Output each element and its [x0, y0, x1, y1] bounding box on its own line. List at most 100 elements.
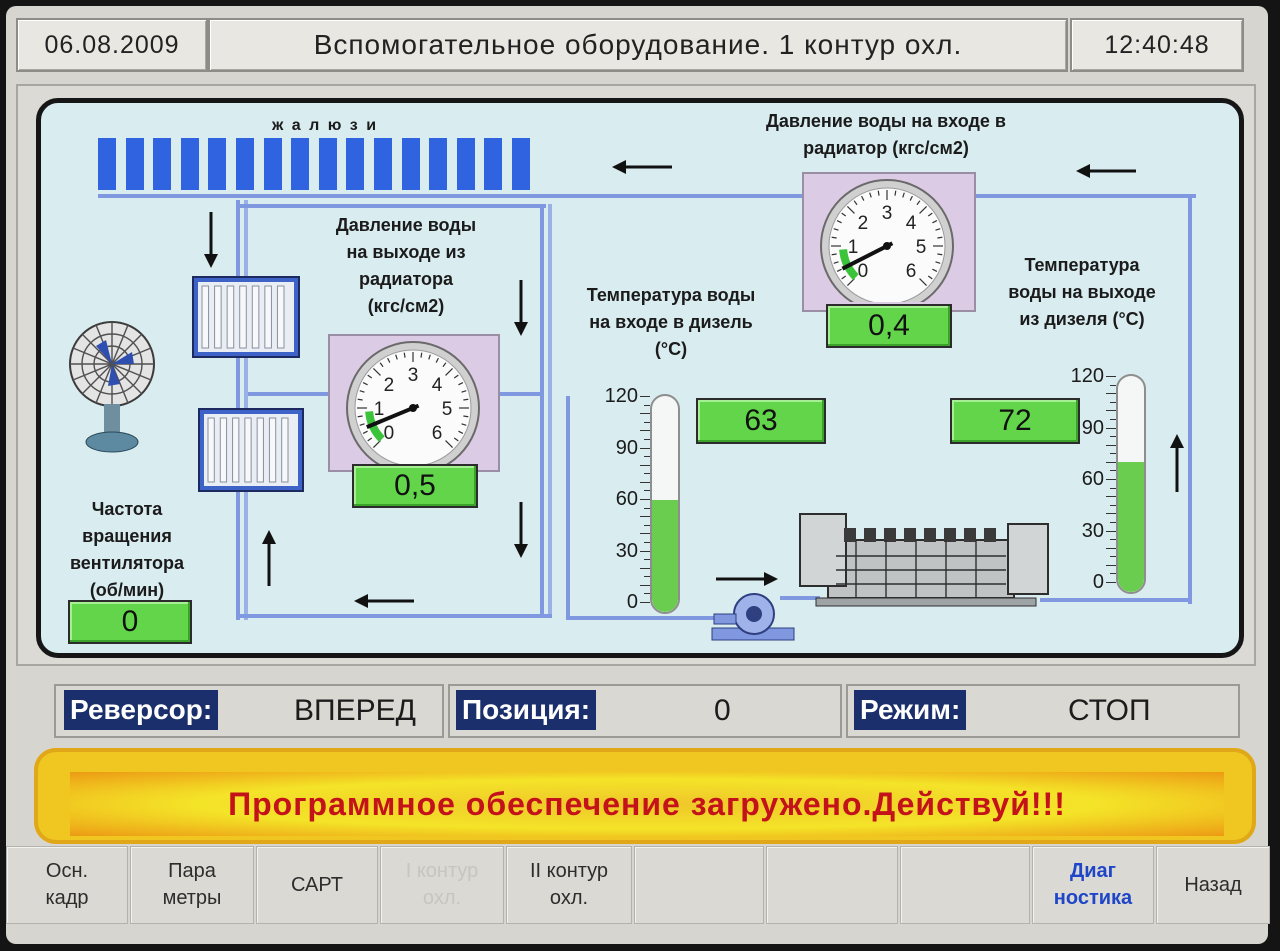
diesel-engine-icon	[796, 504, 1054, 610]
gauge-tick-label: 2	[858, 213, 869, 234]
temp-scale-label: 60	[615, 488, 638, 510]
flow-arrow-left-3	[354, 592, 416, 610]
radiator-top-pipe	[236, 204, 546, 208]
reverser-value: ВПЕРЕД	[294, 694, 416, 727]
radiator-tap-pipe	[248, 392, 332, 396]
mode-status: Режим: СТОП	[846, 684, 1240, 738]
reverser-status: Реверсор: ВПЕРЕД	[54, 684, 444, 738]
louver-slat	[98, 138, 116, 190]
diesel-inlet-thermometer	[650, 394, 680, 614]
diesel-inlet-temp-label: Температура воды на входе в дизель (°C)	[586, 285, 756, 359]
louver-slat	[429, 138, 448, 190]
function-key-3[interactable]: САРТ	[256, 846, 378, 924]
pump-inlet-pipe	[566, 616, 720, 620]
temp-scale-label: 90	[1081, 416, 1104, 439]
function-key-4[interactable]: I контур охл.	[380, 846, 504, 924]
position-key: Позиция:	[456, 690, 597, 730]
louvers-label: ж а л ю з и	[271, 117, 379, 134]
fan-speed-value: 0	[121, 605, 139, 638]
diesel-outlet-temp-display: 72	[950, 398, 1080, 444]
flow-arrow-up-1	[260, 530, 278, 588]
pump-outlet-pipe	[780, 596, 820, 600]
function-key-5[interactable]: II контур охл.	[506, 846, 632, 924]
radiator-section-upper	[192, 276, 300, 358]
message-banner: Программное обеспечение загружено.Действ…	[70, 772, 1224, 836]
radiator-inlet-pressure-value: 0,4	[868, 309, 910, 342]
radiator-inlet-pressure-label: Давление воды на входе в радиатор (кгс/с…	[766, 111, 1006, 158]
louver-slat	[291, 138, 310, 190]
radiator-bottom-pipe	[236, 614, 552, 618]
diesel-outlet-thermometer-fill	[1118, 462, 1144, 592]
function-key-1[interactable]: Осн. кадр	[6, 846, 128, 924]
time-text: 12:40:48	[1104, 30, 1210, 59]
diesel-outlet-thermometer	[1116, 374, 1146, 594]
diesel-outlet-temp-label: Температура воды на выходе из дизеля (°C…	[1008, 255, 1156, 329]
gauge-tick-label: 4	[432, 375, 443, 396]
louver-slat	[512, 138, 530, 190]
function-key-7[interactable]	[766, 846, 898, 924]
mode-value: СТОП	[1068, 694, 1151, 727]
flow-arrow-left-1	[612, 158, 674, 176]
gauge-tick-label: 6	[906, 261, 917, 282]
flow-arrow-left-2	[1076, 162, 1138, 180]
fan-speed-display: 0	[68, 600, 192, 644]
water-pump-icon	[708, 588, 798, 646]
radiator-section-lower	[198, 408, 304, 492]
flow-arrow-up-2	[1168, 434, 1186, 494]
louver-slat	[401, 138, 420, 190]
louver-slat	[125, 138, 144, 190]
position-value: 0	[714, 694, 731, 727]
louver-slat	[318, 138, 337, 190]
function-key-2[interactable]: Пара метры	[130, 846, 254, 924]
gauge-tick-label: 5	[916, 237, 927, 258]
message-text: Программное обеспечение загружено.Действ…	[228, 785, 1066, 822]
gauge-tick-label: 6	[432, 423, 443, 444]
flow-arrow-down-2	[512, 278, 530, 336]
louver-slat	[180, 138, 199, 190]
window-title: Вспомогательное оборудование. 1 контур о…	[208, 18, 1068, 72]
function-key-9[interactable]: Диаг ностика	[1032, 846, 1154, 924]
top-pipe	[98, 194, 1196, 198]
mid-pipe-2	[548, 204, 552, 618]
flow-arrow-down-3	[512, 500, 530, 558]
radiator-outlet-pressure-value: 0,5	[394, 469, 436, 502]
louvers	[98, 138, 530, 190]
gauge-tick-label: 0	[384, 423, 395, 444]
date-display: 06.08.2009	[16, 18, 208, 72]
diesel-inlet-temp-value: 63	[744, 404, 778, 437]
inlet-riser-pipe	[566, 396, 570, 618]
radiator-outlet-pressure-label: Давление воды на выходе из радиатора (кг…	[335, 215, 477, 316]
reverser-key: Реверсор:	[64, 690, 219, 730]
position-status: Позиция: 0	[448, 684, 842, 738]
temp-scale-label: 60	[1081, 468, 1104, 490]
function-key-8[interactable]	[900, 846, 1030, 924]
temp-scale-label: 30	[615, 539, 638, 562]
diesel-inlet-temp-display: 63	[696, 398, 826, 444]
gauge-tick-label: 5	[442, 399, 453, 420]
temp-scale-label: 0	[1092, 571, 1104, 593]
function-key-6[interactable]	[634, 846, 764, 924]
radiator-outlet-pressure-display: 0,5	[352, 464, 478, 508]
function-key-10[interactable]: Назад	[1156, 846, 1270, 924]
louver-slat	[208, 138, 227, 190]
right-riser-pipe	[1188, 198, 1192, 604]
louver-slat	[346, 138, 365, 190]
louver-slat	[263, 138, 282, 190]
louver-slat	[153, 138, 172, 190]
louver-slat	[456, 138, 475, 190]
gauge-tick-label: 4	[906, 213, 917, 234]
temp-scale-label: 120	[604, 385, 638, 407]
gauge-tick-label: 2	[384, 375, 395, 396]
louver-slat	[374, 138, 392, 190]
cooling-fan-icon	[66, 316, 162, 456]
gauge-tick-label: 3	[408, 365, 419, 386]
mode-key: Режим:	[854, 690, 967, 730]
gauge-tick-label: 1	[374, 399, 385, 420]
gauge-tick-label: 0	[858, 261, 869, 282]
louver-slat	[484, 138, 503, 190]
